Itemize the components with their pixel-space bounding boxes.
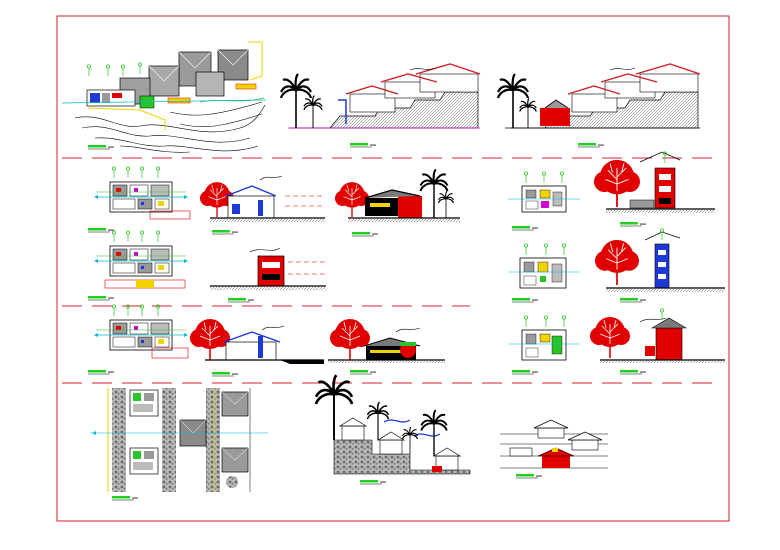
plan-small-1 [508, 171, 580, 231]
section-2 [210, 247, 326, 303]
tower-elevation-3 [589, 308, 725, 375]
tower-section-1 [593, 151, 715, 227]
section-3 [189, 318, 324, 377]
site-plan [61, 41, 267, 153]
site-elevation-b [496, 63, 701, 148]
elevation-3 [328, 318, 445, 375]
pavilion-elevation [500, 419, 608, 479]
elevation-1 [334, 168, 460, 237]
tower-section-2 [594, 228, 725, 303]
plan-small-3 [508, 315, 580, 375]
site-elevation-a [279, 63, 481, 148]
plan-small-2 [508, 243, 580, 303]
plan-1 [87, 166, 191, 233]
section-1 [199, 175, 325, 235]
plan-2 [87, 230, 189, 301]
plan-3 [87, 304, 189, 375]
sheet-frame [56, 15, 730, 522]
hillside-elevation [314, 373, 471, 485]
cluster-plan [90, 388, 268, 501]
